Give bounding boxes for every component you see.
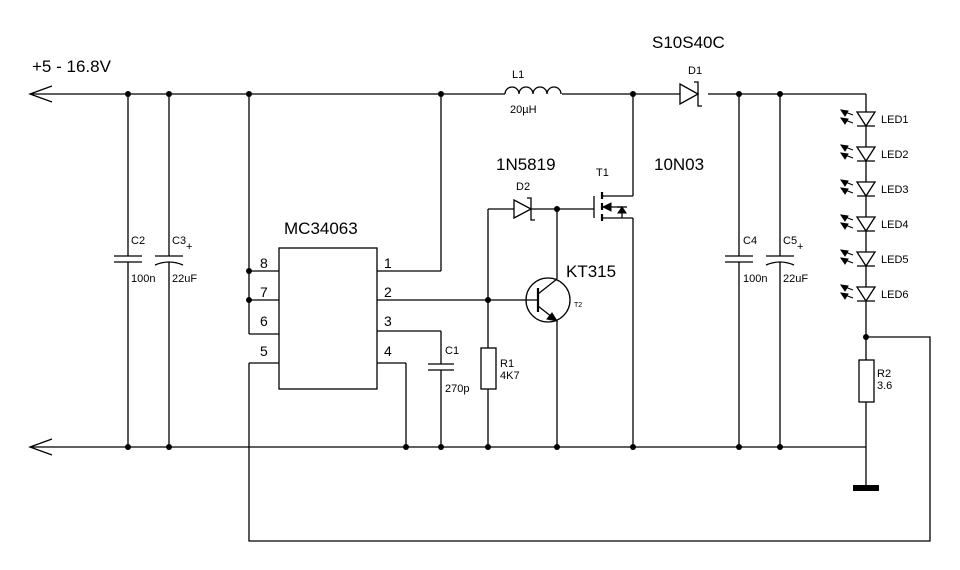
input-arrow-positive [28,85,53,103]
l1-value: 20µH [510,104,537,116]
d1-ref: D1 [688,65,702,77]
r2-value: 3.6 [877,380,892,392]
led-1-label: LED1 [881,114,909,126]
c2-value: 100n [131,273,155,285]
ic-name: MC34063 [284,219,358,238]
led-1: LED1 [839,109,909,128]
led-4: LED4 [839,214,909,233]
ground-symbol [853,485,879,491]
diode-d2: D2 1N5819 [488,155,594,221]
resistor-r2: R2 3.6 [858,337,892,486]
c5-value: 22uF [783,273,808,285]
c5-plus: + [797,241,803,253]
pin-8: 8 [260,255,268,271]
r1-value: 4K7 [500,370,520,382]
t2-part: KT315 [566,262,616,281]
d1-part: S10S40C [652,33,725,52]
r1-ref: R1 [500,358,514,370]
transistor-t2: KT315 T2 [488,209,616,447]
input-arrow-ground [28,438,53,456]
led-3-label: LED3 [881,184,909,196]
led-4-label: LED4 [881,219,909,231]
diode-d1: D1 S10S40C [652,33,725,107]
supply-voltage-label: +5 - 16.8V [32,57,112,76]
pin-1: 1 [384,255,392,271]
c4-ref: C4 [743,235,757,247]
c5-ref: C5 [783,235,797,247]
capacitor-c3: C3 + 22uF [154,94,197,447]
pin-4: 4 [384,343,392,359]
ic-mc34063: MC34063 8 7 6 5 1 2 3 4 [249,219,488,390]
c3-ref: C3 [172,235,186,247]
inductor-l1: L1 20µH [504,69,562,116]
c1-ref: C1 [445,345,459,357]
led-2: LED2 [839,144,909,163]
c3-value: 22uF [172,273,197,285]
d2-ref: D2 [516,181,530,193]
capacitor-c5: C5 + 22uF [765,94,808,447]
pin-3: 3 [384,313,392,329]
pin-6: 6 [260,313,268,329]
capacitor-c2: C2 100n [114,94,155,447]
led-3: LED3 [839,179,909,198]
led-5-label: LED5 [881,254,909,266]
t1-ref: T1 [596,167,609,179]
d2-part: 1N5819 [496,155,556,174]
c4-value: 100n [743,273,767,285]
led-6: LED6 [839,284,909,303]
capacitor-c1: C1 270p [428,331,469,447]
c3-plus: + [186,241,192,253]
r2-ref: R2 [877,368,891,380]
capacitor-c4: C4 100n [725,94,767,447]
pin-5: 5 [260,343,268,359]
pin-2: 2 [384,284,392,300]
l1-ref: L1 [512,69,524,81]
ic-wiring [248,94,931,542]
junction-dots [125,91,869,450]
t2-ref: T2 [574,302,582,309]
t1-part: 10N03 [654,155,704,174]
resistor-r1: R1 4K7 [480,209,520,447]
c2-ref: C2 [131,235,145,247]
led-2-label: LED2 [881,149,909,161]
mosfet-t1: T1 10N03 [593,94,704,447]
c1-value: 270p [445,383,469,395]
led-5: LED5 [839,249,909,268]
pin-7: 7 [260,284,268,300]
led-6-label: LED6 [881,289,909,301]
